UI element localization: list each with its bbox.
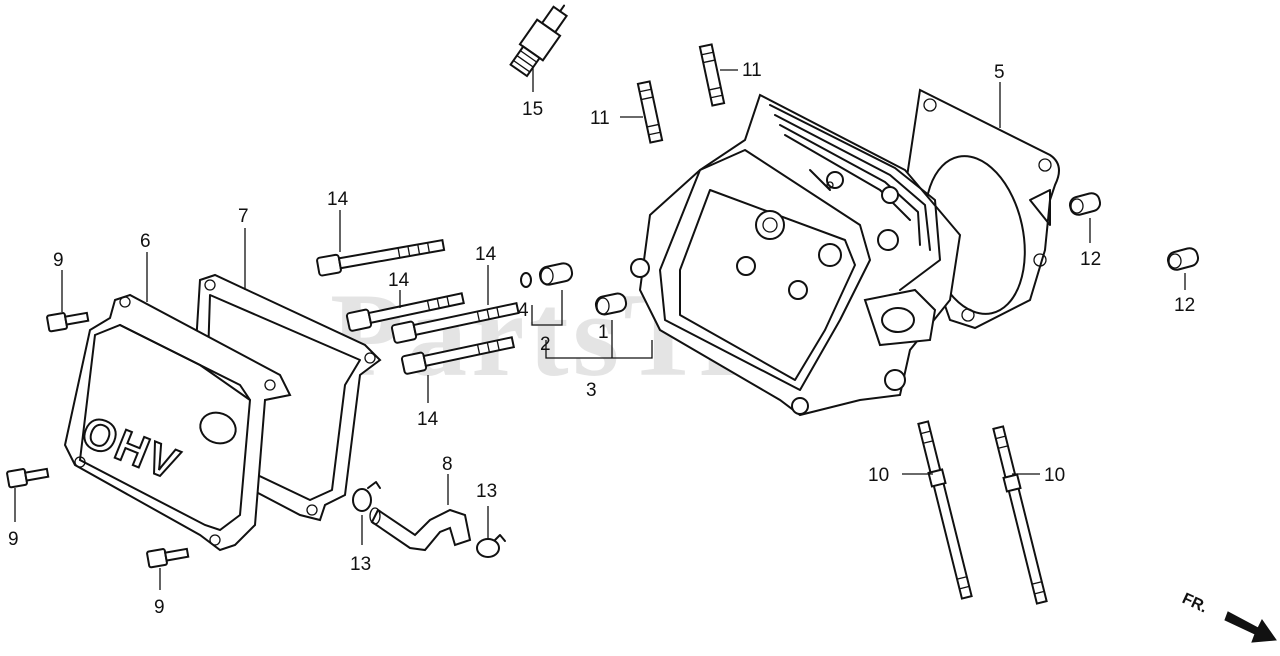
callout-14-c: 14 <box>475 244 497 265</box>
callout-4: 4 <box>518 300 529 321</box>
callout-10-left: 10 <box>868 465 889 486</box>
callout-7: 7 <box>238 206 249 227</box>
stud-10-left <box>917 420 973 600</box>
callout-1: 1 <box>598 322 609 343</box>
front-direction-marker: FR. <box>1179 590 1277 643</box>
callout-14-b: 14 <box>388 270 410 291</box>
callout-14-d: 14 <box>417 409 439 430</box>
bracket-3 <box>545 340 653 359</box>
callout-10-right: 10 <box>1044 465 1065 486</box>
front-arrow-icon <box>1224 611 1277 643</box>
callout-8: 8 <box>442 454 453 475</box>
bolt-14-d <box>400 336 516 375</box>
front-label: FR. <box>1179 590 1210 616</box>
callout-15: 15 <box>522 99 543 120</box>
callout-2: 2 <box>540 334 551 355</box>
breather-tube <box>369 507 472 552</box>
dowel-pin-12-b <box>1166 247 1200 271</box>
clamp-13-b <box>476 534 506 558</box>
callout-12-a: 12 <box>1080 249 1101 270</box>
callout-5: 5 <box>994 62 1005 83</box>
callout-13-a: 13 <box>350 554 371 575</box>
callout-14-a: 14 <box>327 189 349 210</box>
bolt-9-c <box>146 547 190 569</box>
callout-9-b: 9 <box>8 529 19 550</box>
stud-10-right <box>992 425 1048 605</box>
clip-4 <box>520 272 532 288</box>
pin-4 <box>538 262 574 286</box>
bracket-2 <box>531 290 563 326</box>
valve-cover: OHV <box>63 293 292 552</box>
callout-12-b: 12 <box>1174 295 1195 316</box>
callout-3: 3 <box>586 380 597 401</box>
cylinder-head <box>630 93 962 417</box>
spark-plug <box>509 4 569 78</box>
callout-13-b: 13 <box>476 481 497 502</box>
stud-11-lower <box>636 80 664 144</box>
bolt-14-b <box>345 292 465 332</box>
bolt-14-c <box>390 302 520 344</box>
clamp-13-a <box>352 481 381 512</box>
callout-11-upper: 11 <box>742 60 762 81</box>
callout-9-c: 9 <box>154 597 165 618</box>
callout-11-lower: 11 <box>590 108 610 129</box>
bolt-9-a <box>46 311 90 333</box>
dowel-pin-12-a <box>1068 192 1102 216</box>
stud-11-upper <box>698 43 726 107</box>
pin-1 <box>594 292 628 316</box>
bolt-9-b <box>6 467 50 489</box>
callout-6: 6 <box>140 231 151 252</box>
bolt-14-a <box>316 238 446 277</box>
callout-9-a: 9 <box>53 250 64 271</box>
